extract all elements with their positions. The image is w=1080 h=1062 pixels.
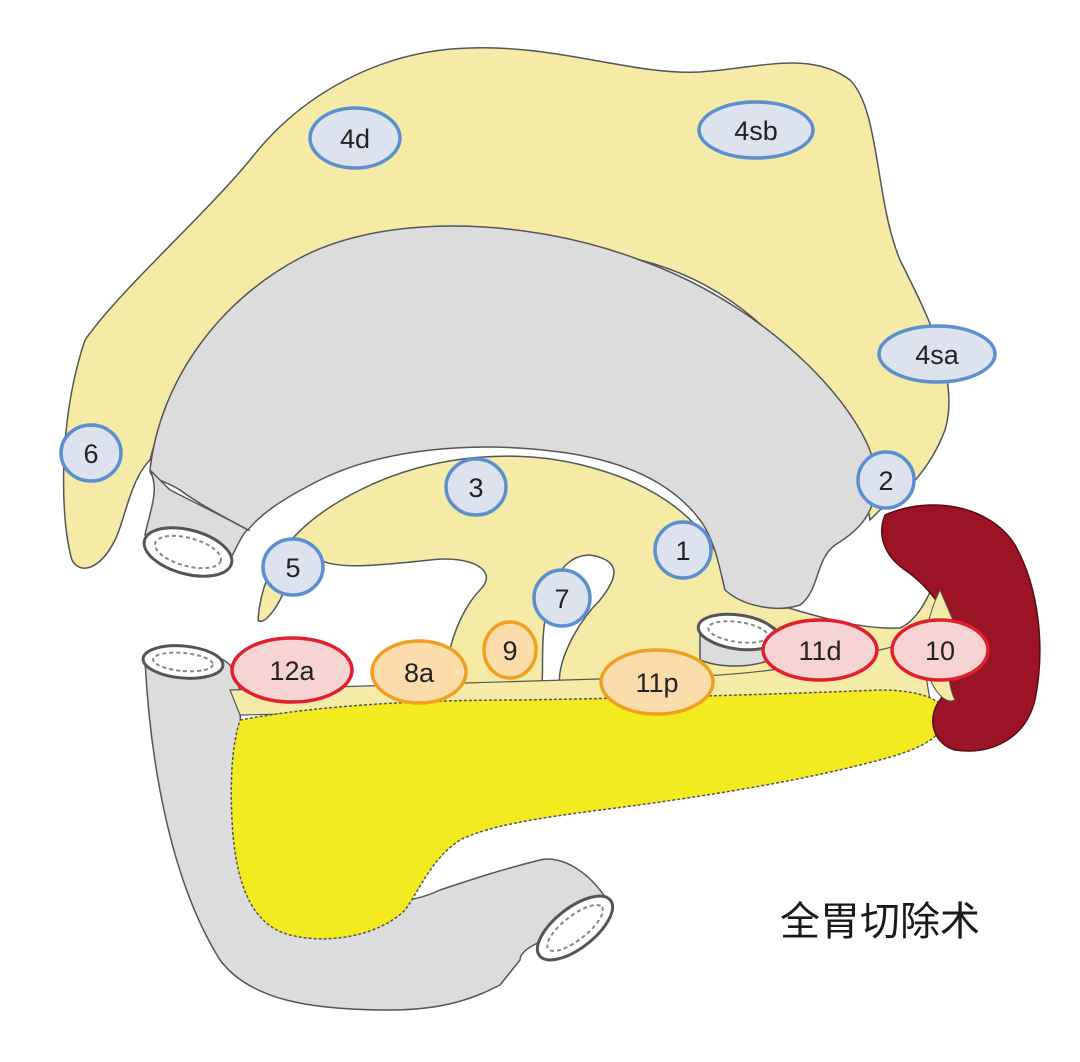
lymph-node-8a: 8a <box>370 639 468 705</box>
lymph-node-marker <box>59 423 123 483</box>
lymph-node-10: 10 <box>890 618 990 682</box>
lymph-node-4sb: 4sb <box>697 100 815 160</box>
lymph-node-label: 7 <box>554 584 569 614</box>
lymph-node-label: 1 <box>675 536 690 566</box>
lymph-node-label: 5 <box>285 553 300 583</box>
lymph-node-marker <box>482 620 538 680</box>
lymph-node-label: 4sb <box>734 116 778 146</box>
jejunum-cut-inner <box>546 904 604 952</box>
lymph-node-3: 3 <box>444 457 508 517</box>
lymph-node-label: 12a <box>269 656 315 686</box>
lymph-node-label: 2 <box>878 466 893 496</box>
lymph-node-2: 2 <box>856 450 916 510</box>
lymph-node-11d: 11d <box>761 618 879 682</box>
lymph-node-label: 11d <box>798 636 841 666</box>
lymph-node-marker <box>599 648 715 716</box>
lymph-node-marker <box>761 618 879 682</box>
lymph-node-4d: 4d <box>308 106 402 170</box>
lymph-node-label: 3 <box>468 473 483 503</box>
lymph-node-label: 10 <box>925 636 955 666</box>
lymph-node-marker <box>532 568 592 628</box>
lymph-node-11p: 11p <box>599 648 715 716</box>
lymph-node-label: 11p <box>635 668 678 698</box>
lymph-node-label: 4sa <box>915 340 960 370</box>
lymph-node-label: 8a <box>404 658 435 688</box>
lymph-node-label: 6 <box>83 439 98 469</box>
lymph-node-marker <box>856 450 916 510</box>
lymph-node-7: 7 <box>532 568 592 628</box>
lymph-node-12a: 12a <box>230 636 354 704</box>
pylorus-cut-inner <box>153 534 223 570</box>
caption: 全胃切除术 <box>780 899 980 945</box>
lymph-node-marker <box>370 639 468 705</box>
lymph-node-marker <box>308 106 402 170</box>
lymph-node-9: 9 <box>482 620 538 680</box>
lymph-node-marker <box>444 457 508 517</box>
lymph-node-6: 6 <box>59 423 123 483</box>
lymph-node-label: 9 <box>502 636 517 666</box>
lymph-node-5: 5 <box>261 537 325 597</box>
lymph-node-label: 4d <box>340 124 370 154</box>
stomach <box>149 225 877 609</box>
lymph-node-1: 1 <box>653 520 713 580</box>
lymph-node-4sa: 4sa <box>877 324 997 384</box>
duodenum-cut-inner <box>152 651 214 673</box>
lymph-node-layer: 4d 4sb 4sa 6 3 2 1 5 7 9 12a 8a 11p 11d 10 <box>59 100 997 716</box>
lymph-node-marker <box>230 636 354 704</box>
lymph-node-marker <box>890 618 990 682</box>
lymph-node-marker <box>697 100 815 160</box>
lymph-node-marker <box>261 537 325 597</box>
lymph-node-marker <box>877 324 997 384</box>
lymph-node-marker <box>653 520 713 580</box>
